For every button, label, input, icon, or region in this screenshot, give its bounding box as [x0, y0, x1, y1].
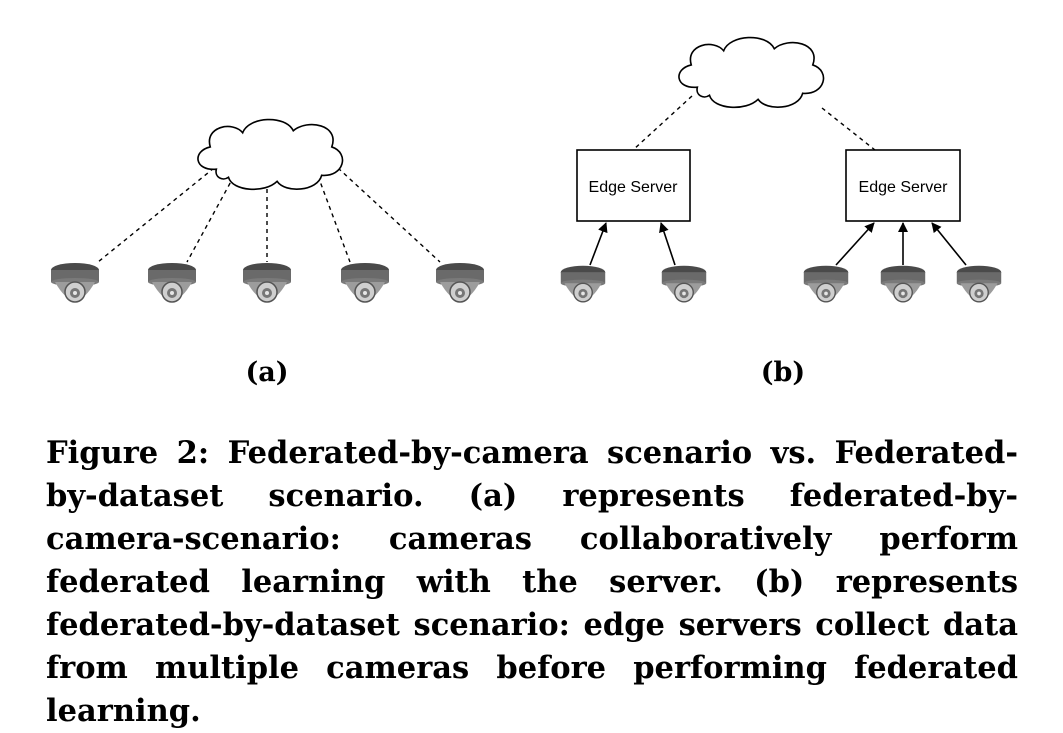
link-a-4	[317, 175, 351, 263]
link-b-right	[821, 107, 876, 151]
diagram: (a) Edge Server Edge Server (b)	[50, 36, 1002, 388]
panel-b-label: (b)	[761, 357, 805, 388]
camera-icon	[956, 264, 1002, 303]
figure-caption: Figure 2: Federated-by-camera scenario v…	[46, 435, 1018, 729]
arrow-b-3	[835, 222, 875, 266]
camera-icon	[50, 262, 100, 303]
cloud-icon	[197, 118, 344, 191]
arrow-b-5	[931, 222, 967, 266]
camera-icon	[880, 264, 926, 303]
link-b-left	[632, 95, 693, 151]
edge-server-left: Edge Server	[576, 149, 691, 222]
edge-server-left-label: Edge Server	[589, 179, 679, 196]
camera-icon	[560, 264, 606, 303]
arrows-b	[589, 222, 967, 266]
link-a-2	[186, 175, 235, 263]
connections-a	[97, 167, 441, 263]
connections-b	[632, 95, 876, 151]
arrow-b-1	[589, 222, 608, 266]
camera-icon	[435, 262, 485, 303]
panel-a: (a)	[50, 118, 485, 388]
edge-server-right: Edge Server	[845, 149, 961, 222]
cloud-icon	[678, 36, 825, 109]
camera-icon	[147, 262, 197, 303]
panel-b: Edge Server Edge Server (b)	[560, 36, 1002, 388]
camera-icon	[661, 264, 707, 303]
panel-a-label: (a)	[245, 357, 288, 388]
edge-server-right-label: Edge Server	[859, 179, 949, 196]
arrow-b-2	[659, 222, 676, 266]
link-a-1	[97, 167, 215, 263]
camera-icon	[340, 262, 390, 303]
link-a-5	[337, 167, 441, 263]
camera-icon	[242, 262, 292, 303]
camera-icon	[803, 264, 849, 303]
